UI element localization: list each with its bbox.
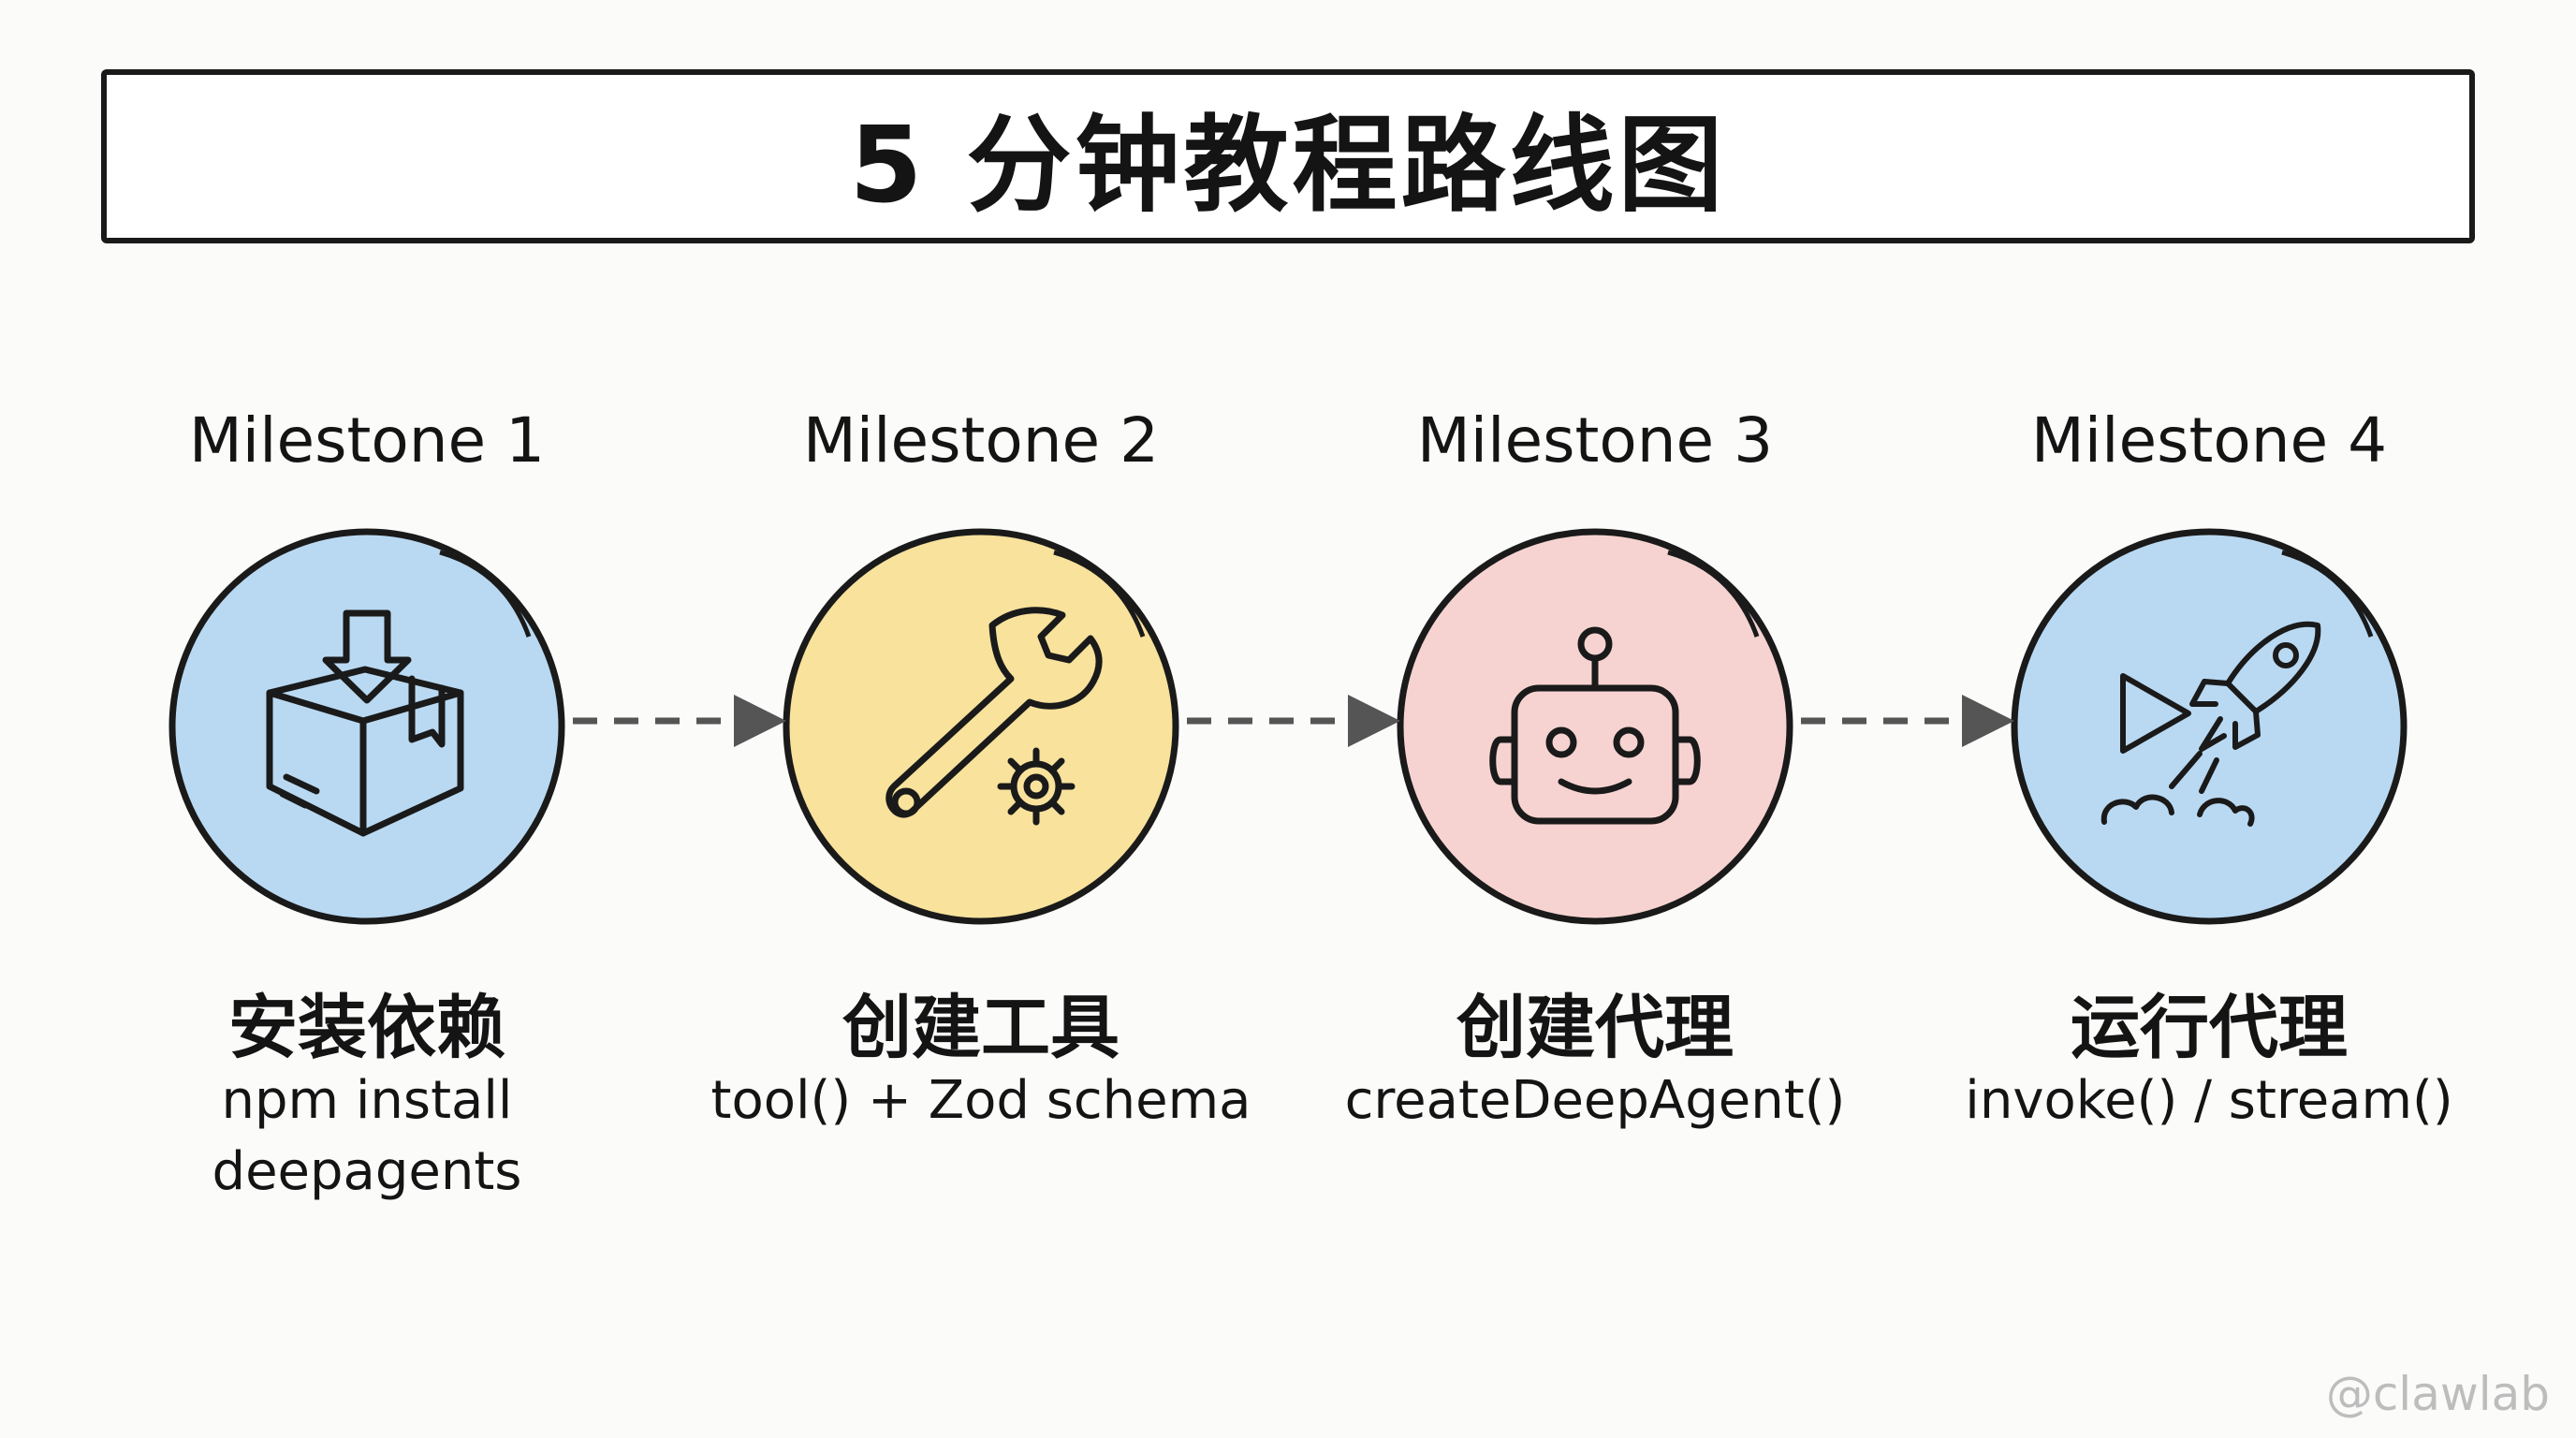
- play-rocket-icon: [2100, 621, 2321, 827]
- milestone-3-circle: [1397, 528, 1793, 925]
- milestone-4-title: 运行代理: [2071, 988, 2348, 1068]
- milestone-4-subtitle: invoke() / stream(): [1910, 1065, 2509, 1137]
- milestone-2-circle: [783, 528, 1179, 925]
- milestone-1-circle: [168, 528, 565, 925]
- milestone-2-subtitle-line-1: tool() + Zod schema: [710, 1070, 1251, 1131]
- milestone-2-title: 创建工具: [842, 988, 1120, 1068]
- milestone-3-subtitle-line-1: createDeepAgent(): [1344, 1070, 1846, 1131]
- milestone-3-subtitle: createDeepAgent(): [1295, 1065, 1895, 1137]
- milestone-4-node: [2011, 528, 2408, 925]
- milestone-1-subtitle: npm install deepagents: [67, 1065, 666, 1208]
- milestone-3-label: Milestone 3: [1416, 404, 1774, 477]
- wrench-gear-icon: [886, 607, 1103, 826]
- milestone-3-title: 创建代理: [1456, 988, 1734, 1068]
- milestone-1-label: Milestone 1: [188, 404, 546, 477]
- milestone-1-title: 安装依赖: [228, 988, 505, 1068]
- robot-icon: [1489, 626, 1701, 825]
- milestone-1-subtitle-line-1: npm install: [221, 1070, 513, 1131]
- milestone-4-subtitle-line-1: invoke() / stream(): [1965, 1070, 2453, 1131]
- milestone-2-label: Milestone 2: [802, 404, 1160, 477]
- milestone-1-node: [168, 528, 565, 925]
- milestone-4-label: Milestone 4: [2030, 404, 2388, 477]
- milestone-4-circle: [2011, 528, 2408, 925]
- milestone-2-node: [783, 528, 1179, 925]
- milestone-2-subtitle: tool() + Zod schema: [681, 1065, 1281, 1137]
- milestone-1-subtitle-line-2: deepagents: [212, 1141, 522, 1202]
- page-title: 5 分钟教程路线图: [849, 105, 1727, 227]
- watermark: @clawlab: [2325, 1367, 2550, 1421]
- milestone-3-node: [1397, 528, 1793, 925]
- title-box: 5 分钟教程路线图: [101, 69, 2475, 243]
- package-download-icon: [266, 609, 464, 837]
